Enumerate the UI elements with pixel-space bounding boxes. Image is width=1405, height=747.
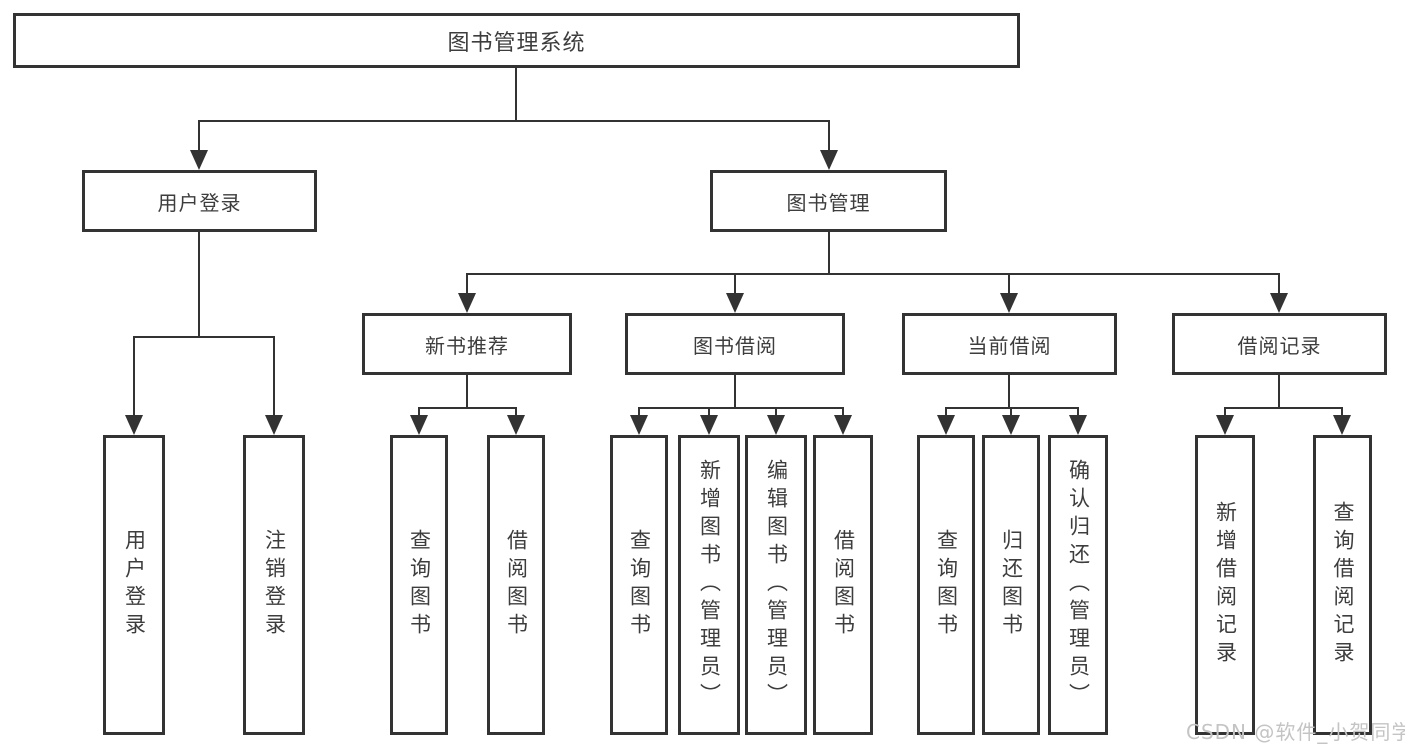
leaf-query-books-current: 查询图书 <box>917 435 975 735</box>
arrowhead-down-icon <box>1000 293 1018 313</box>
node-label: 确认归还（管理员） <box>1066 459 1091 711</box>
connector-line <box>133 336 135 418</box>
connector-line <box>828 232 830 275</box>
leaf-edit-books-admin: 编辑图书（管理员） <box>745 435 807 735</box>
connector-line <box>418 407 420 419</box>
node-label: 新书推荐 <box>425 333 509 358</box>
node-label: 用户登录 <box>122 529 147 641</box>
connector-line <box>638 407 640 419</box>
connector-line <box>734 375 736 409</box>
node-current-borrowing: 当前借阅 <box>902 313 1117 375</box>
connector-line <box>466 273 1280 275</box>
node-label: 新增借阅记录 <box>1213 501 1238 669</box>
connector-line <box>466 375 468 409</box>
node-label: 归还图书 <box>999 529 1024 641</box>
arrowhead-down-icon <box>125 415 143 435</box>
connector-line <box>1341 407 1343 419</box>
arrowhead-down-icon <box>410 415 428 435</box>
leaf-logout: 注销登录 <box>243 435 305 735</box>
connector-line <box>1008 375 1010 409</box>
connector-line <box>1224 407 1343 409</box>
connector-line <box>1077 407 1079 419</box>
connector-line <box>418 407 517 409</box>
connector-line <box>515 407 517 419</box>
node-label: 查询图书 <box>627 529 652 641</box>
leaf-query-books-recommend: 查询图书 <box>390 435 448 735</box>
node-book-borrowing: 图书借阅 <box>625 313 845 375</box>
connector-line <box>945 407 1079 409</box>
arrowhead-down-icon <box>1216 415 1234 435</box>
connector-line <box>515 68 517 122</box>
leaf-confirm-return-admin: 确认归还（管理员） <box>1048 435 1108 735</box>
connector-line <box>775 407 777 419</box>
arrowhead-down-icon <box>190 150 208 170</box>
leaf-add-borrow-record: 新增借阅记录 <box>1195 435 1255 735</box>
node-label: 图书管理 <box>786 190 871 215</box>
leaf-return-books: 归还图书 <box>982 435 1040 735</box>
node-label: 注销登录 <box>262 529 287 641</box>
node-label: 借阅记录 <box>1237 333 1322 358</box>
node-new-book-recommendation: 新书推荐 <box>362 313 572 375</box>
connector-line <box>1010 407 1012 419</box>
arrowhead-down-icon <box>630 415 648 435</box>
node-label: 新增图书（管理员） <box>697 459 722 711</box>
arrowhead-down-icon <box>726 293 744 313</box>
connector-line <box>133 336 275 338</box>
connector-line <box>198 120 200 154</box>
arrowhead-down-icon <box>1270 293 1288 313</box>
arrowhead-down-icon <box>1002 415 1020 435</box>
node-label: 查询图书 <box>934 529 959 641</box>
node-label: 借阅图书 <box>831 529 856 641</box>
connector-line <box>198 120 830 122</box>
connector-line <box>273 336 275 418</box>
connector-line <box>1008 273 1010 296</box>
node-borrowing-records: 借阅记录 <box>1172 313 1387 375</box>
node-label: 查询图书 <box>407 529 432 641</box>
leaf-borrow-books: 借阅图书 <box>813 435 873 735</box>
node-label: 编辑图书（管理员） <box>764 459 789 711</box>
connector-line <box>734 273 736 296</box>
connector-line <box>842 407 844 419</box>
connector-line <box>708 407 710 419</box>
arrowhead-down-icon <box>820 150 838 170</box>
arrowhead-down-icon <box>1069 415 1087 435</box>
arrowhead-down-icon <box>507 415 525 435</box>
leaf-user-login: 用户登录 <box>103 435 165 735</box>
arrowhead-down-icon <box>700 415 718 435</box>
node-label: 查询借阅记录 <box>1331 501 1355 669</box>
arrowhead-down-icon <box>1333 415 1351 435</box>
csdn-watermark: CSDN @软件_小贺同学 <box>1186 720 1405 744</box>
node-library-management-system: 图书管理系统 <box>13 13 1020 68</box>
arrowhead-down-icon <box>458 293 476 313</box>
arrowhead-down-icon <box>767 415 785 435</box>
connector-line <box>828 120 830 154</box>
leaf-query-books-borrowing: 查询图书 <box>610 435 668 735</box>
node-user-login: 用户登录 <box>82 170 317 232</box>
arrowhead-down-icon <box>937 415 955 435</box>
node-label: 当前借阅 <box>967 333 1052 358</box>
connector-line <box>198 232 200 338</box>
leaf-borrow-books-recommend: 借阅图书 <box>487 435 545 735</box>
connector-line <box>466 273 468 296</box>
node-book-management: 图书管理 <box>710 170 947 232</box>
node-label: 图书管理系统 <box>447 30 586 56</box>
node-label: 图书借阅 <box>693 333 777 358</box>
arrowhead-down-icon <box>834 415 852 435</box>
connector-line <box>945 407 947 419</box>
node-label: 借阅图书 <box>504 529 529 641</box>
connector-line <box>1278 273 1280 296</box>
connector-line <box>1224 407 1226 419</box>
arrowhead-down-icon <box>265 415 283 435</box>
connector-line <box>638 407 844 409</box>
connector-line <box>1278 375 1280 409</box>
leaf-query-borrow-record: 查询借阅记录 <box>1313 435 1372 735</box>
leaf-add-books-admin: 新增图书（管理员） <box>678 435 740 735</box>
node-label: 用户登录 <box>157 190 242 215</box>
